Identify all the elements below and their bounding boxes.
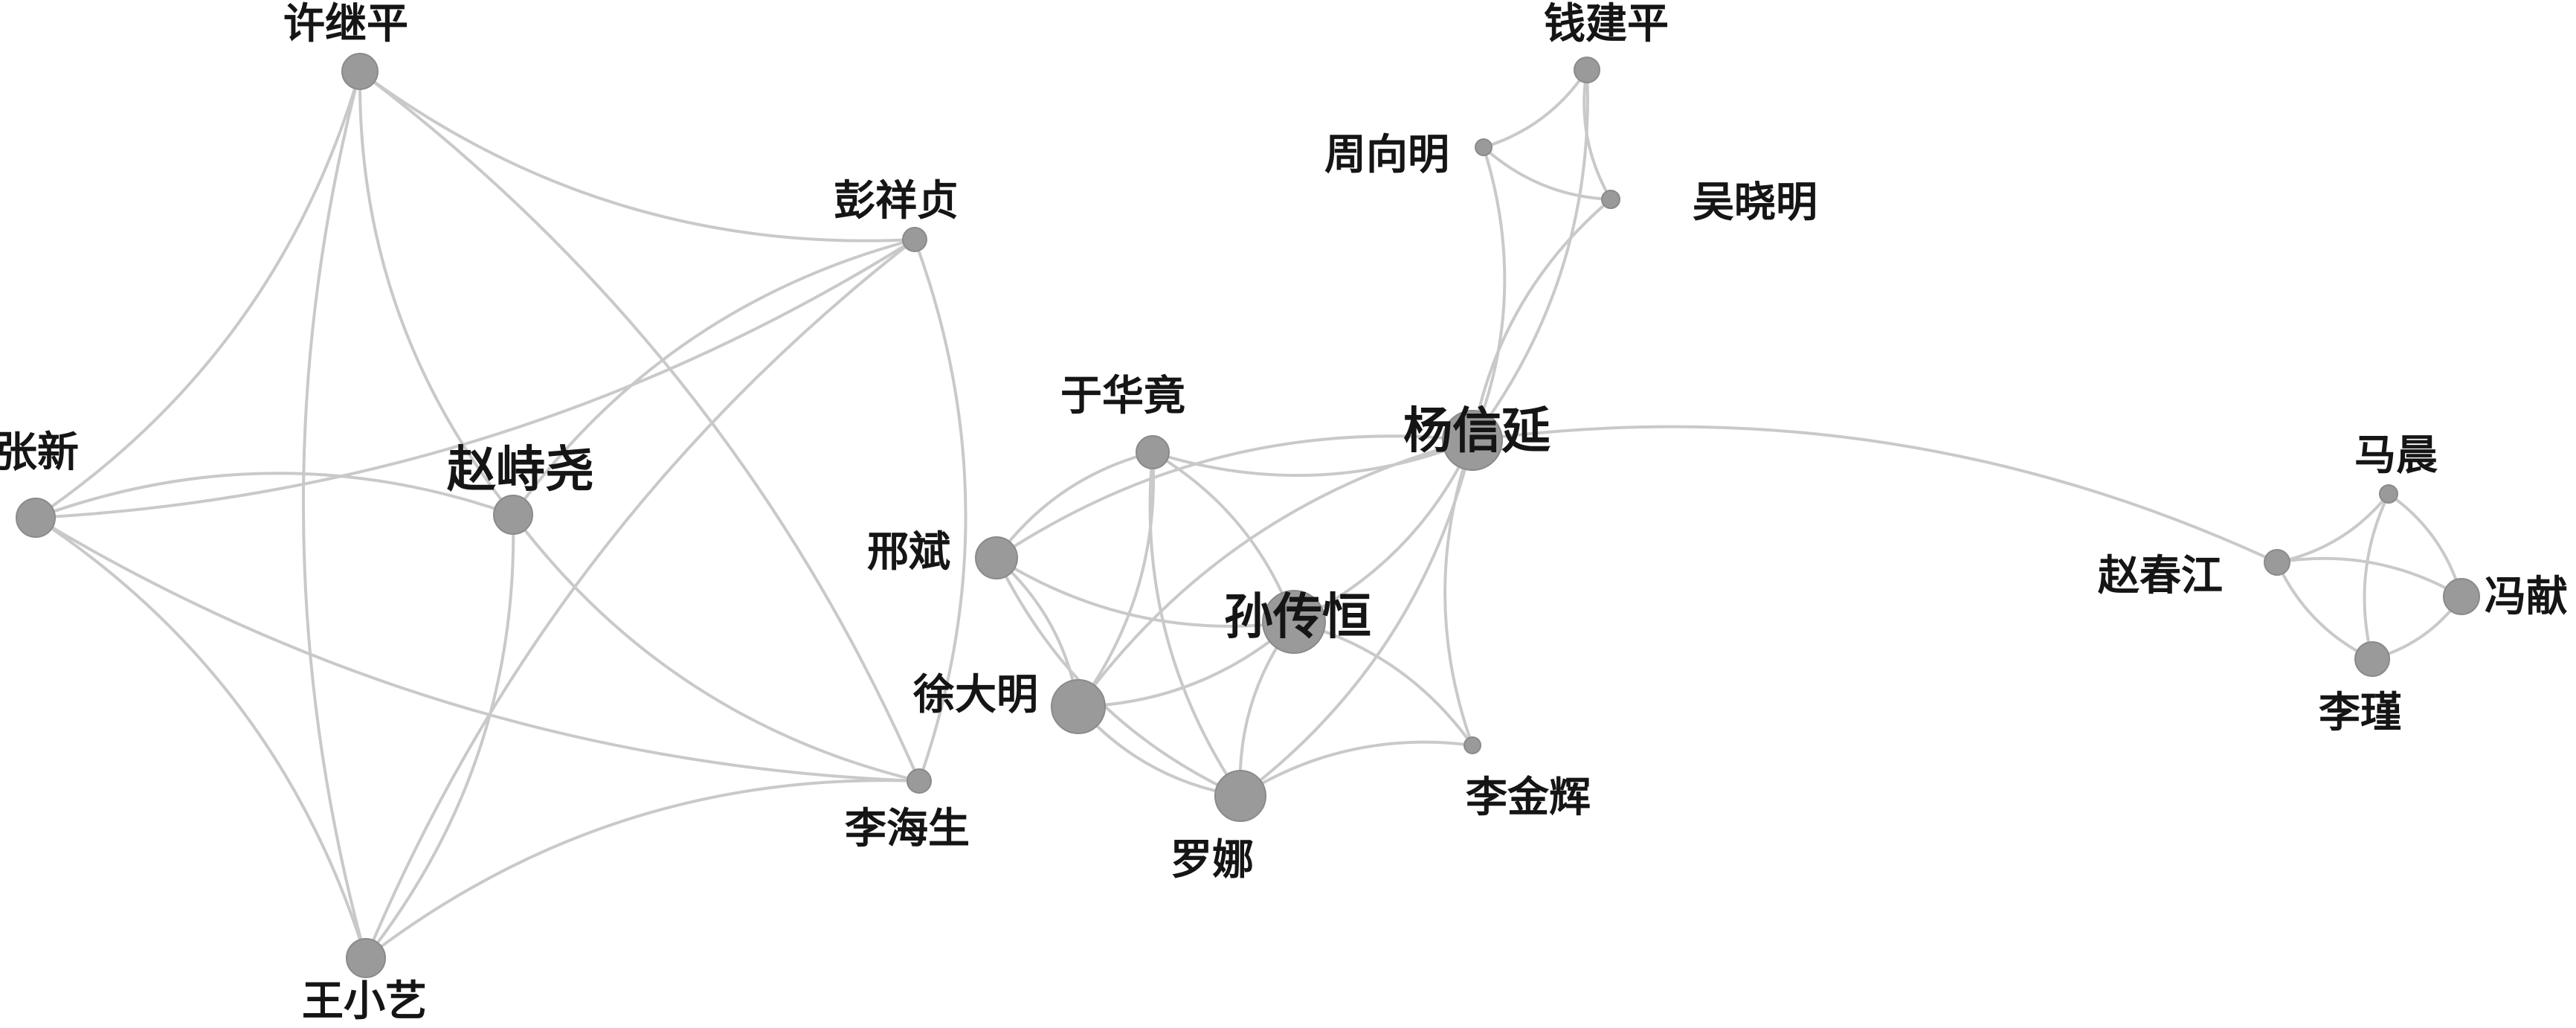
edge-zhangxin-wangxiaoyi	[34, 516, 367, 959]
edge-zhouxiangming-wuxiaoming	[1482, 146, 1611, 201]
node-machen	[2379, 484, 2398, 504]
edge-yangxinyan-xingbin	[995, 434, 1473, 559]
edge-layer	[34, 68, 2463, 960]
edge-xingbin-sunchuanheng	[995, 556, 1295, 628]
node-luona	[1214, 770, 1266, 822]
node-label-pengxiangzhen: 彭祥贞	[834, 177, 959, 224]
node-zhangxin	[16, 498, 56, 538]
edge-zhaochunjiang-machen	[2276, 492, 2390, 564]
edge-zhouxiangming-yangxinyan	[1471, 147, 1507, 441]
edge-yangxinyan-lijinhui	[1443, 440, 1474, 746]
edge-machen-lijin	[2363, 493, 2390, 660]
edge-xujiping-pengxiangzhen	[358, 70, 915, 242]
edge-zhaochunjiang-lijin	[2276, 562, 2373, 661]
node-label-zhaochunjiang: 赵春江	[2098, 552, 2223, 599]
node-xudaming	[1051, 679, 1106, 734]
node-label-yangxinyan: 杨信延	[1403, 402, 1551, 457]
edge-qianjianping-zhouxiangming	[1483, 68, 1588, 149]
node-label-machen: 马晨	[2354, 431, 2438, 478]
edge-lihaisheng-wangxiaoyi	[364, 779, 920, 960]
edge-zhaoshiyao-wangxiaoyi	[364, 514, 515, 960]
node-zhouxiangming	[1475, 138, 1493, 156]
node-sunchuanheng	[1262, 590, 1326, 654]
edge-xujiping-lihaisheng	[358, 70, 921, 782]
edge-yuhuajing-xingbin	[995, 451, 1153, 559]
node-label-luona: 罗娜	[1171, 836, 1254, 883]
node-pengxiangzhen	[902, 227, 927, 252]
edge-yangxinyan-xudaming	[1077, 439, 1473, 708]
edge-luona-lijinhui	[1239, 740, 1473, 797]
node-label-yuhuajing: 于华竟	[1060, 372, 1185, 419]
edge-yangxinyan-sunchuanheng	[1293, 440, 1474, 623]
node-label-zhaoshiyao: 赵峙尧	[447, 441, 594, 496]
node-layer	[16, 53, 2480, 978]
node-label-xingbin: 邢斌	[867, 528, 950, 575]
node-zhaoshiyao	[493, 495, 533, 535]
node-qianjianping	[1574, 57, 1600, 83]
node-label-lihaisheng: 李海生	[845, 805, 970, 852]
node-lihaisheng	[907, 768, 932, 794]
edge-wuxiaoming-yangxinyan	[1471, 198, 1612, 441]
node-yuhuajing	[1136, 435, 1170, 469]
edge-xujiping-zhangxin	[34, 71, 361, 519]
edge-xujiping-wangxiaoyi	[301, 71, 367, 959]
edge-zhaochunjiang-fengxian	[2276, 556, 2463, 598]
node-label-wuxiaoming: 吴晓明	[1693, 179, 1817, 225]
node-label-xujiping: 许继平	[283, 0, 408, 47]
node-xingbin	[975, 536, 1018, 579]
node-fengxian	[2443, 578, 2480, 615]
node-label-fengxian: 冯献	[2485, 573, 2568, 620]
node-label-qianjianping: 钱建平	[1544, 0, 1669, 47]
node-xujiping	[341, 53, 379, 90]
edge-zhaoshiyao-lihaisheng	[512, 513, 920, 783]
node-zhaochunjiang	[2264, 549, 2290, 576]
node-wangxiaoyi	[346, 938, 386, 978]
node-label-xudaming: 徐大明	[912, 671, 1038, 718]
edge-yuhuajing-luona	[1148, 452, 1242, 797]
node-label-lijinhui: 李金辉	[1466, 774, 1591, 820]
edge-pengxiangzhen-zhangxin	[35, 238, 916, 519]
edge-pengxiangzhen-zhaoshiyao	[512, 238, 915, 516]
node-label-wangxiaoyi: 王小艺	[302, 977, 427, 1024]
node-label-sunchuanheng: 孙传恒	[1224, 588, 1371, 643]
node-label-lijin: 李瑾	[2319, 689, 2402, 736]
edge-zhangxin-zhaoshiyao	[35, 472, 514, 519]
edge-xujiping-zhaoshiyao	[358, 71, 515, 516]
node-lijinhui	[1464, 736, 1481, 754]
edge-yuhuajing-xudaming	[1077, 452, 1156, 708]
edge-machen-fengxian	[2387, 492, 2463, 597]
edge-yangxinyan-zhaochunjiang	[1472, 425, 2278, 564]
node-label-zhouxiangming: 周向明	[1324, 131, 1449, 178]
edge-pengxiangzhen-wangxiaoyi	[364, 238, 916, 959]
edge-zhangxin-lihaisheng	[34, 516, 920, 783]
node-wuxiaoming	[1601, 190, 1620, 209]
node-lijin	[2354, 641, 2390, 677]
edge-qianjianping-yangxinyan	[1471, 69, 1589, 442]
node-label-zhangxin: 张新	[0, 428, 79, 475]
edge-pengxiangzhen-lihaisheng	[913, 239, 967, 782]
node-yangxinyan	[1442, 410, 1503, 471]
